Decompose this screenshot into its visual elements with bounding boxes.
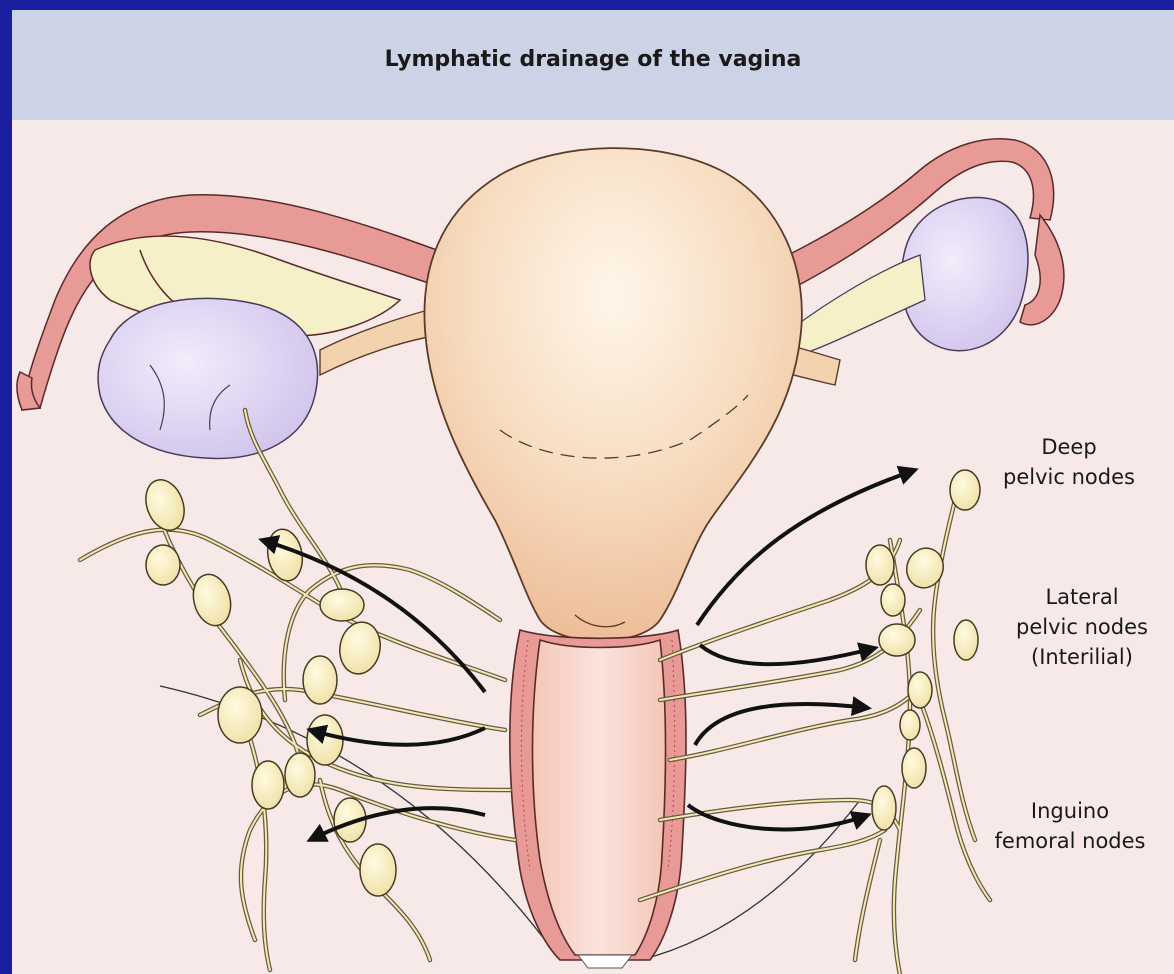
right-ovary xyxy=(786,197,1028,355)
lymph-node xyxy=(866,545,894,585)
lymph-node xyxy=(218,687,262,743)
lymph-node xyxy=(879,624,915,656)
lymph-node xyxy=(872,786,896,830)
label-deep-pelvic-nodes: Deep pelvic nodes xyxy=(974,432,1164,492)
lymph-node xyxy=(908,672,932,708)
diagram-title: Lymphatic drainage of the vagina xyxy=(385,47,802,72)
lymph-node xyxy=(188,570,236,630)
lymph-node xyxy=(285,753,315,797)
vagina xyxy=(510,630,686,968)
label-line: Lateral xyxy=(992,582,1172,612)
lymph-node xyxy=(320,589,364,621)
lymph-node xyxy=(336,619,384,677)
label-line: femoral nodes xyxy=(970,826,1170,856)
lymph-node xyxy=(146,545,180,585)
label-line: Deep xyxy=(974,432,1164,462)
lymph-node xyxy=(303,656,337,704)
diagram-panel: Lymphatic drainage of the vagina Deep pe… xyxy=(12,10,1174,974)
label-lateral-pelvic-nodes: Lateral pelvic nodes (Interilial) xyxy=(992,582,1172,672)
lymph-node xyxy=(139,474,191,535)
lymph-node xyxy=(881,584,905,616)
left-ovary xyxy=(98,298,317,458)
lymph-node xyxy=(954,620,978,660)
label-line: Inguino xyxy=(970,796,1170,826)
arrow-to-inguino-femoral xyxy=(688,805,868,829)
title-bar: Lymphatic drainage of the vagina xyxy=(12,10,1174,120)
lymph-node xyxy=(307,715,343,765)
lymph-node xyxy=(252,761,284,809)
arrow-to-lateral-lower xyxy=(695,704,868,745)
label-inguino-femoral-nodes: Inguino femoral nodes xyxy=(970,796,1170,856)
label-line: pelvic nodes xyxy=(974,462,1164,492)
lymph-node xyxy=(360,844,396,896)
arrow-to-lateral-pelvic xyxy=(700,645,875,664)
lymph-node xyxy=(902,748,926,788)
label-line: (Interilial) xyxy=(992,642,1172,672)
lymph-node xyxy=(900,710,920,740)
label-line: pelvic nodes xyxy=(992,612,1172,642)
